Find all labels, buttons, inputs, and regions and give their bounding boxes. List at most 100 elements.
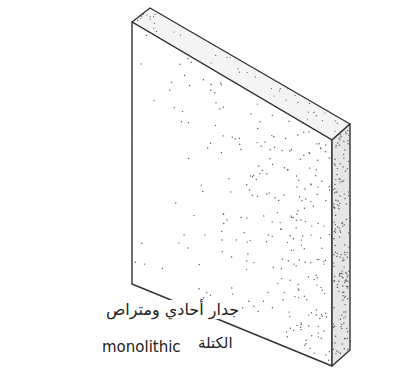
stipple-dot xyxy=(338,208,339,209)
stipple-dot xyxy=(342,257,343,258)
stipple-dot xyxy=(348,191,349,192)
stipple-dot xyxy=(272,164,273,165)
stipple-dot xyxy=(333,238,334,239)
stipple-dot xyxy=(339,203,340,204)
stipple-dot xyxy=(252,195,253,196)
stipple-dot xyxy=(340,319,341,320)
stipple-dot xyxy=(347,298,348,299)
stipple-dot xyxy=(329,186,330,187)
stipple-dot xyxy=(339,181,340,182)
stipple-dot xyxy=(266,241,267,242)
stipple-dot xyxy=(342,299,343,300)
stipple-dot xyxy=(246,184,247,185)
stipple-dot xyxy=(333,203,334,204)
stipple-dot xyxy=(239,144,240,145)
stipple-dot xyxy=(280,228,281,229)
stipple-dot xyxy=(219,108,220,109)
stipple-dot xyxy=(296,175,297,176)
stipple-dot xyxy=(332,206,333,207)
stipple-dot xyxy=(344,193,345,194)
stipple-dot xyxy=(162,268,163,269)
stipple-dot xyxy=(291,149,292,150)
stipple-dot xyxy=(340,136,341,137)
stipple-dot xyxy=(314,352,315,353)
stipple-dot xyxy=(143,14,144,15)
stipple-dot xyxy=(316,259,317,260)
stipple-dot xyxy=(305,198,306,199)
stipple-dot xyxy=(223,135,224,136)
stipple-dot xyxy=(303,132,304,133)
stipple-dot xyxy=(336,256,337,257)
stipple-dot xyxy=(342,260,343,261)
stipple-dot xyxy=(301,244,302,245)
stipple-dot xyxy=(283,194,284,195)
stipple-dot xyxy=(319,143,320,144)
stipple-dot xyxy=(344,282,345,283)
stipple-dot xyxy=(338,205,339,206)
stipple-dot xyxy=(140,63,141,64)
stipple-dot xyxy=(328,360,329,361)
stipple-dot xyxy=(324,112,325,113)
stipple-dot xyxy=(215,125,216,126)
stipple-dot xyxy=(135,262,136,263)
stipple-dot xyxy=(336,191,337,192)
stipple-dot xyxy=(317,277,318,278)
stipple-dot xyxy=(337,287,338,288)
stipple-dot xyxy=(347,331,348,332)
stipple-dot xyxy=(237,68,238,69)
stipple-dot xyxy=(230,191,231,192)
stipple-dot xyxy=(335,336,336,337)
stipple-dot xyxy=(325,144,326,145)
stipple-dot xyxy=(345,254,346,255)
stipple-dot xyxy=(335,215,336,216)
stipple-dot xyxy=(201,184,202,185)
stipple-dot xyxy=(232,293,233,294)
stipple-dot xyxy=(321,248,322,249)
stipple-dot xyxy=(301,322,302,323)
stipple-dot xyxy=(282,299,283,300)
stipple-dot xyxy=(318,326,319,327)
stipple-dot xyxy=(246,217,247,218)
stipple-dot xyxy=(302,235,303,236)
stipple-dot xyxy=(305,221,306,222)
stipple-dot xyxy=(247,241,248,242)
stipple-dot xyxy=(348,195,349,196)
stipple-dot xyxy=(300,327,301,328)
stipple-dot xyxy=(325,151,326,152)
stipple-dot xyxy=(289,316,290,317)
stipple-dot xyxy=(259,173,260,174)
stipple-dot xyxy=(173,31,174,32)
stipple-dot xyxy=(301,239,302,240)
stipple-dot xyxy=(214,92,215,93)
stipple-dot xyxy=(339,273,340,274)
stipple-dot xyxy=(299,259,300,260)
stipple-dot xyxy=(141,243,142,244)
stipple-dot xyxy=(335,353,336,354)
stipple-dot xyxy=(180,35,181,36)
stipple-dot xyxy=(335,252,336,253)
stipple-dot xyxy=(318,336,319,337)
stipple-dot xyxy=(345,171,346,172)
stipple-dot xyxy=(284,167,285,168)
stipple-dot xyxy=(318,332,319,333)
stipple-dot xyxy=(274,147,275,148)
stipple-dot xyxy=(274,95,275,96)
stipple-dot xyxy=(300,219,301,220)
stipple-dot xyxy=(347,252,348,253)
stipple-dot xyxy=(221,152,222,153)
stipple-dot xyxy=(308,152,309,153)
stipple-dot xyxy=(248,301,249,302)
stipple-dot xyxy=(303,155,304,156)
stipple-dot xyxy=(226,57,227,58)
stipple-dot xyxy=(207,147,208,148)
stipple-dot xyxy=(334,207,335,208)
stipple-dot xyxy=(210,143,211,144)
stipple-dot xyxy=(182,111,183,112)
stipple-dot xyxy=(337,123,338,124)
stipple-dot xyxy=(347,168,348,169)
stipple-dot xyxy=(318,259,319,260)
stipple-dot xyxy=(334,342,335,343)
stipple-dot xyxy=(315,175,316,176)
stipple-dot xyxy=(215,55,216,56)
stipple-dot xyxy=(326,316,327,317)
